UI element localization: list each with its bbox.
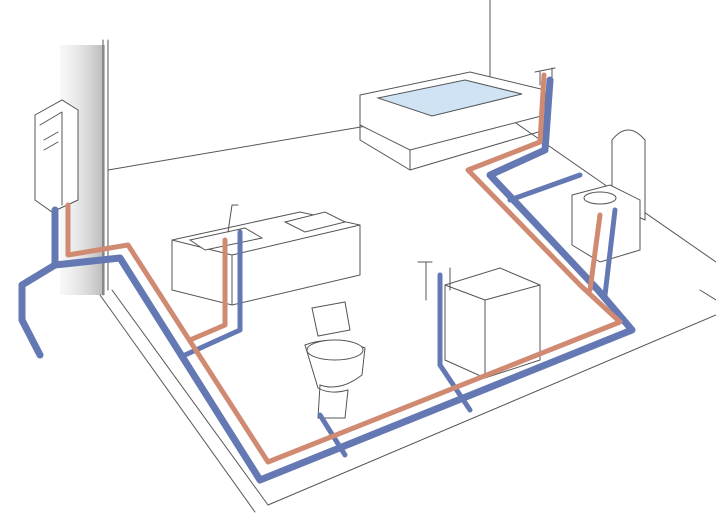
hot-water-pipes xyxy=(65,72,623,465)
hot-pipe-basin xyxy=(587,212,603,293)
cold-pipe-kitchen xyxy=(182,229,243,358)
cold-pipe-branch xyxy=(507,172,583,203)
basin-bowl xyxy=(583,191,617,205)
bath-water xyxy=(376,79,523,117)
cold-pipe-washer xyxy=(437,272,473,413)
washing-machine xyxy=(417,261,541,379)
gas-stove xyxy=(283,211,347,233)
hot-pipe-main xyxy=(65,72,623,465)
washer-tap xyxy=(417,261,451,301)
water-heater xyxy=(34,99,79,213)
cold-pipe-inlet xyxy=(18,206,59,359)
cold-pipe-basin xyxy=(602,207,618,298)
toilet xyxy=(304,301,366,419)
bathtub xyxy=(359,67,556,171)
floor-front-edge xyxy=(99,289,716,513)
floor-right-edge xyxy=(699,289,716,301)
cold-water-pipes xyxy=(18,76,636,484)
washbasin xyxy=(571,129,646,263)
hot-pipe-kitchen xyxy=(187,237,228,343)
kitchen-faucet xyxy=(227,204,239,233)
kitchen-counter xyxy=(171,204,361,306)
cold-pipe-main xyxy=(51,76,636,484)
